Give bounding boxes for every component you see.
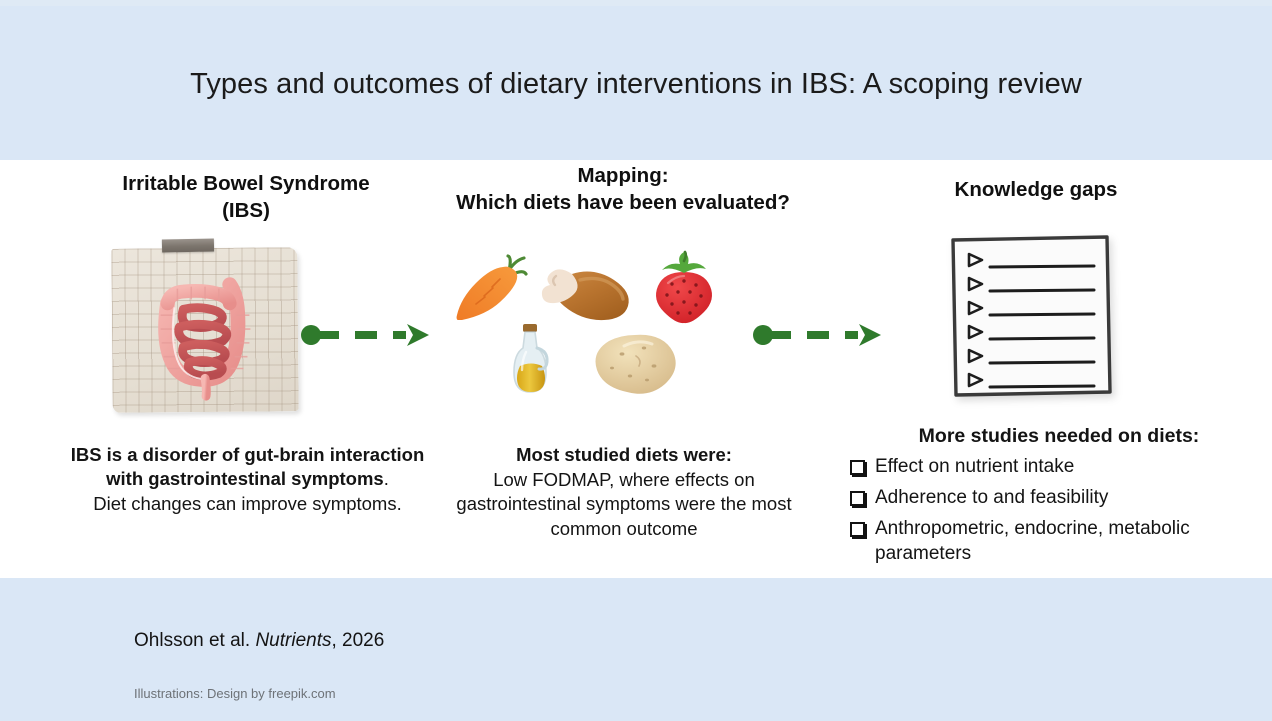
citation-authors: Ohlsson et al. [134, 630, 256, 651]
checkbox-icon [850, 491, 865, 506]
illustration-credit: Illustrations: Design by freepik.com [134, 686, 336, 701]
citation-year: , 2026 [331, 630, 385, 651]
food-items-illustration [452, 248, 732, 400]
carrot-icon [456, 254, 528, 320]
strawberry-icon [656, 250, 712, 324]
knowledge-gaps-subheading: More studies needed on diets: [918, 425, 1200, 447]
flow-arrow-middle-to-right [753, 324, 881, 346]
column-heading-mapping: Mapping: Which diets have been evaluated… [440, 162, 806, 216]
top-banner-band [0, 0, 1272, 160]
summary-text-ibs: IBS is a disorder of gut-brain interacti… [60, 443, 435, 516]
column-heading-mapping-line1: Mapping: [577, 164, 669, 187]
page-title: Types and outcomes of dietary interventi… [190, 68, 1082, 100]
column-mapping: Mapping: Which diets have been evaluated… [440, 162, 806, 216]
list-item-label: Anthropometric, endocrine, metabolic par… [875, 518, 1190, 564]
column-heading-ibs-line2: (IBS) [222, 199, 270, 222]
column-heading-ibs: Irritable Bowel Syndrome (IBS) [40, 170, 452, 224]
list-item-label: Adherence to and feasibility [875, 487, 1109, 508]
summary-text-mapping: Most studied diets were: Low FODMAP, whe… [443, 443, 805, 541]
column-ibs: Irritable Bowel Syndrome (IBS) [40, 170, 452, 224]
summary-text-knowledge-gaps: More studies needed on diets: Effect on … [850, 424, 1250, 572]
chicken-leg-icon [541, 269, 629, 321]
intestine-icon [158, 277, 251, 401]
oil-bottle-icon [513, 324, 549, 393]
summary-text-ibs-bold: IBS is a disorder of gut-brain interacti… [70, 444, 425, 490]
list-item: Adherence to and feasibility [850, 485, 1250, 510]
column-heading-ibs-line1: Irritable Bowel Syndrome [122, 172, 370, 195]
checkbox-icon [850, 522, 865, 537]
checkbox-icon [850, 460, 865, 475]
column-heading-mapping-line2: Which diets have been evaluated? [456, 191, 790, 214]
checklist-icon [951, 235, 1112, 397]
citation: Ohlsson et al. Nutrients, 2026 [134, 630, 384, 652]
summary-text-ibs-plain: Diet changes can improve symptoms. [93, 492, 402, 514]
tape-strip [161, 238, 215, 253]
summary-text-mapping-bold: Most studied diets were: [516, 444, 732, 465]
potato-icon [595, 334, 676, 394]
list-item: Effect on nutrient intake [850, 454, 1250, 479]
list-item: Anthropometric, endocrine, metabolic par… [850, 516, 1250, 566]
summary-text-mapping-plain: Low FODMAP, where effects on gastrointes… [456, 468, 792, 539]
citation-journal: Nutrients [255, 630, 332, 651]
bottom-banner-band [0, 578, 1272, 721]
flow-arrow-left-to-middle [301, 324, 429, 346]
top-edge-strip [0, 0, 1272, 6]
summary-text-ibs-period: . [383, 468, 389, 490]
intestine-illustration-note [111, 238, 299, 413]
list-item-label: Effect on nutrient intake [875, 456, 1075, 477]
column-knowledge-gaps: Knowledge gaps [830, 176, 1242, 203]
column-heading-knowledge-gaps: Knowledge gaps [954, 178, 1118, 201]
